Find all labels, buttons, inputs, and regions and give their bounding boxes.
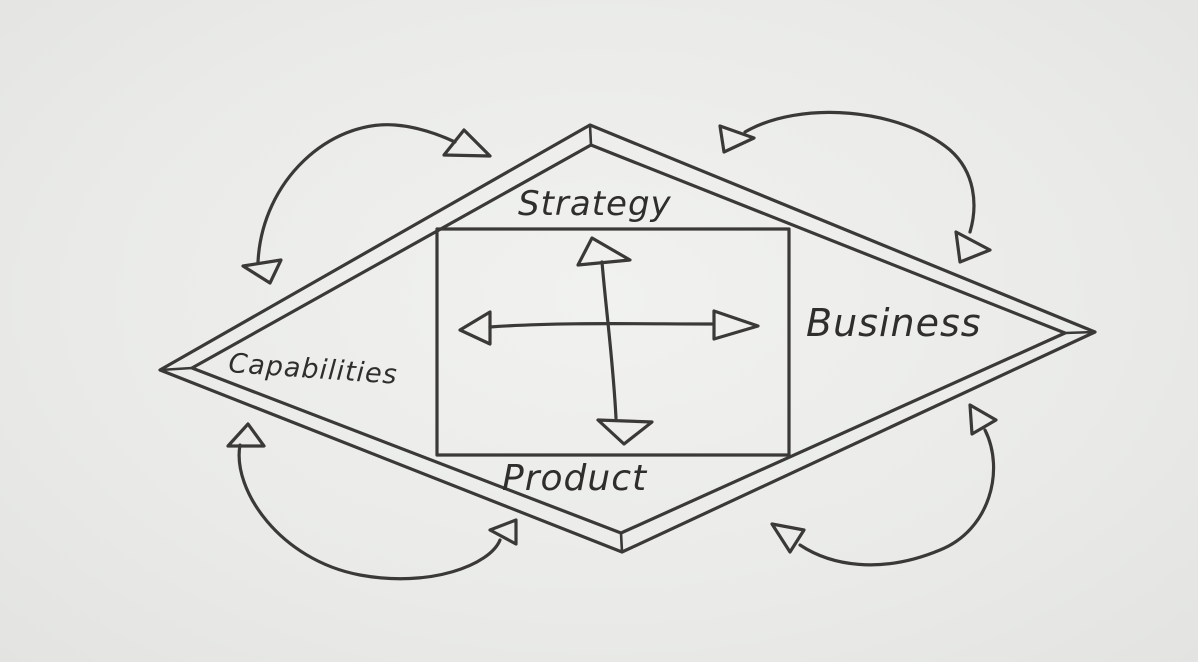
- curve-top-left-head-top: [442, 128, 492, 158]
- curve-bottom-left-head-bottom: [488, 518, 518, 546]
- curve-top-left: [256, 123, 457, 264]
- center-box: [435, 227, 791, 457]
- down-arrow-head: [596, 418, 654, 446]
- curve-top-left-head-left: [241, 258, 283, 285]
- diamond-corner-left: [158, 366, 194, 372]
- left-arrow-head: [458, 310, 492, 346]
- diamond-corner-top: [588, 123, 593, 147]
- curve-bottom-left: [237, 443, 502, 581]
- curve-top-right: [743, 110, 976, 234]
- curve-top-right-head-top: [718, 124, 756, 154]
- curve-top-right-head-right: [954, 230, 992, 264]
- label-business: Business: [806, 301, 982, 345]
- vertical-arrow-shaft: [600, 260, 618, 420]
- up-arrow-head: [576, 236, 632, 267]
- curve-bottom-right: [798, 428, 996, 567]
- diamond-corner-right: [1063, 330, 1097, 335]
- right-arrow-head: [712, 309, 760, 341]
- label-strategy: Strategy: [518, 184, 672, 224]
- curve-bottom-left-head-left: [226, 422, 266, 448]
- curve-bottom-right-head-right: [968, 403, 998, 436]
- label-capabilities: Capabilities: [228, 348, 399, 391]
- curve-bottom-right-head-bottom: [770, 522, 806, 554]
- diamond-corner-bottom: [619, 531, 624, 554]
- label-product: Product: [502, 458, 648, 499]
- cycle-arrows: [226, 110, 998, 581]
- diamond-frame: [158, 123, 1097, 554]
- horizontal-arrow-shaft: [488, 322, 714, 329]
- center-cross-arrows: [458, 236, 760, 446]
